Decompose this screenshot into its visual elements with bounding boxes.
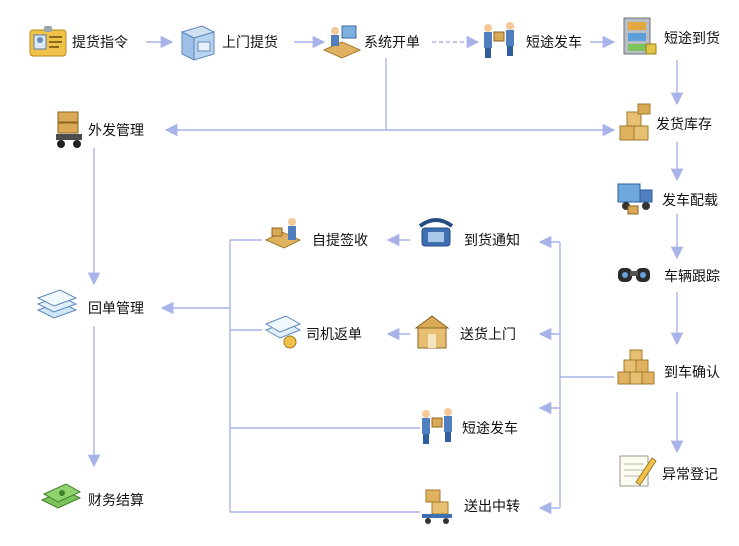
- node-driver-return: 司机返单: [306, 327, 362, 343]
- node-pickup-order: 提货指令: [72, 34, 128, 51]
- money-stack-icon: [40, 483, 82, 509]
- node-labels: 提货指令 上门提货 系统开单 短途发车 短途到货 外发管理 发货库存 发车配载 …: [72, 30, 720, 515]
- node-vehicle-loading: 发车配载: [662, 192, 718, 209]
- node-arrival-confirm: 到车确认: [664, 364, 720, 381]
- document-stack-icon: [36, 289, 78, 319]
- node-exception-reg: 异常登记: [662, 467, 718, 483]
- node-short-depart-top: 短途发车: [526, 34, 582, 51]
- worker-desk-icon: [264, 218, 302, 249]
- node-ship-inventory: 发货库存: [656, 116, 712, 133]
- computer-desk-icon: [322, 25, 362, 59]
- handover-people-icon: [422, 408, 452, 444]
- connectors: [87, 35, 684, 515]
- box-pile-icon: [617, 349, 655, 385]
- node-home-delivery: 送货上门: [460, 326, 516, 343]
- binoculars-icon: [618, 268, 650, 282]
- node-finance-settle: 财务结算: [88, 493, 144, 509]
- box-icon: [180, 25, 216, 61]
- node-door-pickup: 上门提货: [222, 34, 278, 51]
- node-outsource-mgmt: 外发管理: [88, 123, 144, 139]
- node-transfer-out: 送出中转: [464, 499, 520, 515]
- telephone-icon: [418, 218, 454, 247]
- warehouse-shelf-icon: [623, 17, 657, 55]
- hand-truck-icon: [56, 111, 82, 148]
- truck-icon: [617, 183, 653, 215]
- stacked-boxes-icon: [619, 103, 651, 141]
- node-short-depart-bottom: 短途发车: [462, 420, 518, 437]
- node-self-pickup-sign: 自提签收: [312, 232, 368, 249]
- trolley-boxes-icon: [422, 489, 452, 524]
- house-box-icon: [414, 315, 450, 349]
- notepad-pencil-icon: [619, 455, 657, 487]
- node-receipt-mgmt: 回单管理: [88, 301, 144, 317]
- node-vehicle-tracking: 车辆跟踪: [664, 268, 720, 285]
- node-system-billing: 系统开单: [364, 35, 420, 51]
- node-short-arrive: 短途到货: [664, 30, 720, 47]
- handover-people-icon: [484, 22, 514, 58]
- node-arrival-notice: 到货通知: [464, 232, 520, 249]
- documents-coins-icon: [264, 315, 302, 349]
- id-card-icon: [29, 26, 67, 57]
